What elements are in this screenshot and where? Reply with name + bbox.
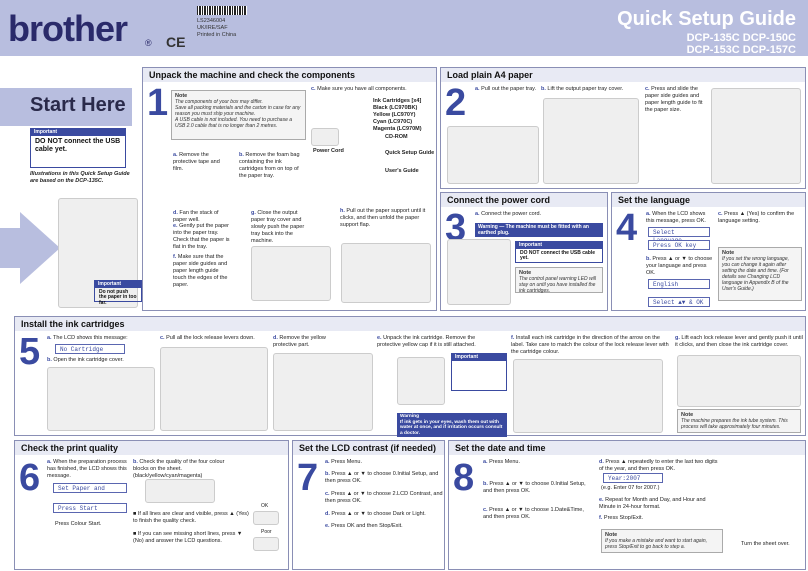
lcd-press-start: Press Start [53, 503, 127, 513]
lcd-year: Year:2007 [603, 473, 663, 483]
lcd-select-ok: Select ▲▼ & OK [648, 297, 710, 307]
tray-pull-illustration [447, 126, 539, 184]
section-date-time: Set the date and time 8 a. Press Menu. b… [448, 440, 806, 570]
quality-sheet-illustration [145, 479, 215, 503]
section-power-cord: Connect the power cord 3 a. Connect the … [440, 192, 608, 311]
ink-cartridge-illustration [397, 357, 445, 405]
cartridge-cover-illustration [47, 367, 155, 431]
quality-poor-sample [253, 537, 279, 551]
guide-title: Quick Setup Guide [617, 8, 796, 30]
lcd-english: English [648, 279, 710, 289]
tray-cover-illustration [543, 98, 639, 184]
section-unpack: Unpack the machine and check the compone… [142, 67, 437, 311]
start-here-banner: Start Here [0, 88, 132, 126]
yellow-part-illustration [273, 353, 373, 431]
printer-support-illustration [341, 243, 431, 303]
section-lcd-contrast: Set the LCD contrast (if needed) 7 a. Pr… [292, 440, 445, 570]
lcd-set-paper: Set Paper and [53, 483, 127, 493]
paper-guides-illustration [711, 88, 801, 184]
section-load-paper: Load plain A4 paper 2 a. Pull out the pa… [440, 67, 806, 189]
quality-ok-sample [253, 511, 279, 525]
barcode [197, 6, 247, 15]
brand-logo: brother [8, 8, 128, 49]
power-cord-illustration [311, 128, 339, 146]
paper-stack-illustration [58, 198, 138, 308]
illustration-note: Illustrations in this Quick Setup Guide … [30, 171, 130, 184]
printer-illustration [251, 246, 331, 301]
start-important-box: Important DO NOT connect the USB cable y… [30, 128, 126, 168]
flow-arrow-tail [0, 228, 20, 268]
section-language: Set the language 4 a. When the LCD shows… [611, 192, 806, 311]
section-ink: Install the ink cartridges 5 a. The LCD … [14, 316, 806, 437]
power-important-box: Important DO NOT connect the USB cable y… [515, 241, 603, 263]
turn-over-text: Turn the sheet over. [741, 541, 790, 547]
lcd-select-language: Select Language [648, 227, 710, 244]
lcd-no-cartridge: No Cartridge [55, 344, 125, 354]
paper-important-box: Important Do not push the paper in too f… [94, 280, 142, 305]
close-cover-illustration [677, 355, 801, 407]
ce-mark: CE [166, 34, 186, 50]
lock-lever-illustration [160, 347, 268, 431]
flow-arrow-icon [20, 212, 60, 284]
cartridge-install-illustration [513, 359, 663, 433]
power-plug-illustration [447, 239, 511, 305]
lcd-press-ok: Press OK key [648, 240, 710, 250]
unpack-note: Note The components of your box may diff… [171, 90, 306, 140]
ink-important-box: Important [451, 353, 507, 391]
section-print-quality: Check the print quality 6 a. When the pr… [14, 440, 289, 570]
registered-mark: ® [145, 38, 152, 48]
